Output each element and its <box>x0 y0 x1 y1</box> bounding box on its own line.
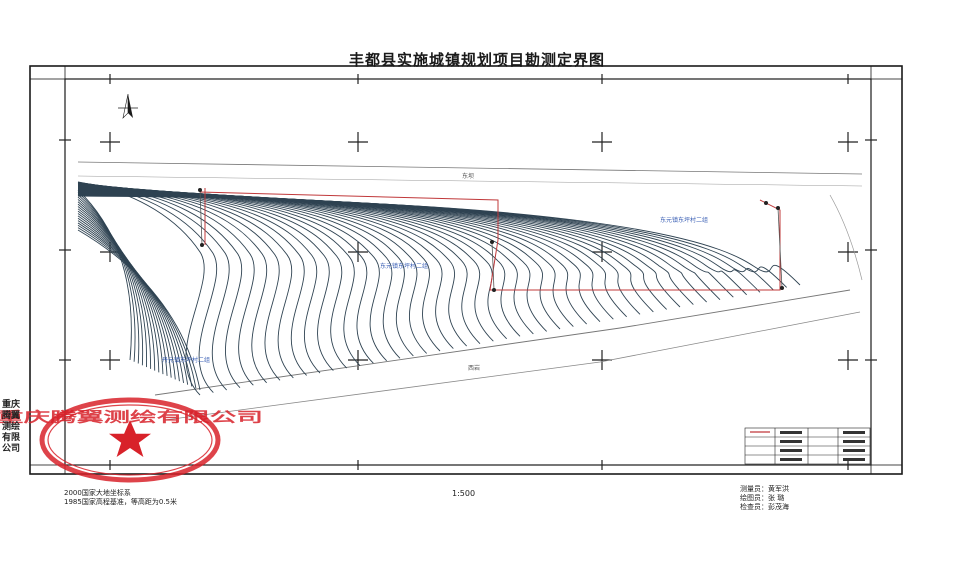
south-side-label: 西岩 <box>468 364 480 372</box>
parcel-label-1: 东元镇东坪村二组 <box>660 216 708 224</box>
parcel-label-3: 丹元镇东坪村二组 <box>162 356 210 364</box>
inner-frame <box>64 78 872 466</box>
road-north <box>77 161 863 175</box>
drafter: 绘图员：张 璐 <box>740 494 785 502</box>
north-arrow-icon <box>118 93 138 119</box>
map-title: 丰都县实施城镇规划项目勘测定界图 <box>348 51 605 69</box>
map-scale: 1:500 <box>452 489 476 498</box>
road-south <box>164 311 861 421</box>
elevation-note: 1985国家高程基准，等高距为0.5米 <box>64 498 177 506</box>
parcel-label-2: 东元镇东坪村二组 <box>380 262 428 270</box>
contour-lines <box>77 181 801 396</box>
grid-crosses <box>59 74 877 470</box>
north-side-label: 东坝 <box>462 172 474 180</box>
road-south-edge <box>154 289 851 396</box>
outer-frame <box>29 65 903 475</box>
company-name-vertical: 重庆腾翼测绘有限公司 <box>2 400 21 454</box>
legend-table <box>744 427 871 465</box>
staff-block: 测量员：黄军洪 绘图员：张 璐 检查员：彭茂海 <box>740 485 789 512</box>
seal-text: 重庆腾翼测绘有限公司 <box>0 409 263 426</box>
checker: 检查员：彭茂海 <box>740 503 789 511</box>
surveyor: 测量员：黄军洪 <box>740 485 789 493</box>
parcel-boundary <box>199 188 781 291</box>
seal-star-icon <box>109 420 151 457</box>
company-seal: 重庆腾翼测绘有限公司 <box>0 397 263 483</box>
coordinate-system-note: 2000国家大地坐标系 <box>64 489 131 497</box>
